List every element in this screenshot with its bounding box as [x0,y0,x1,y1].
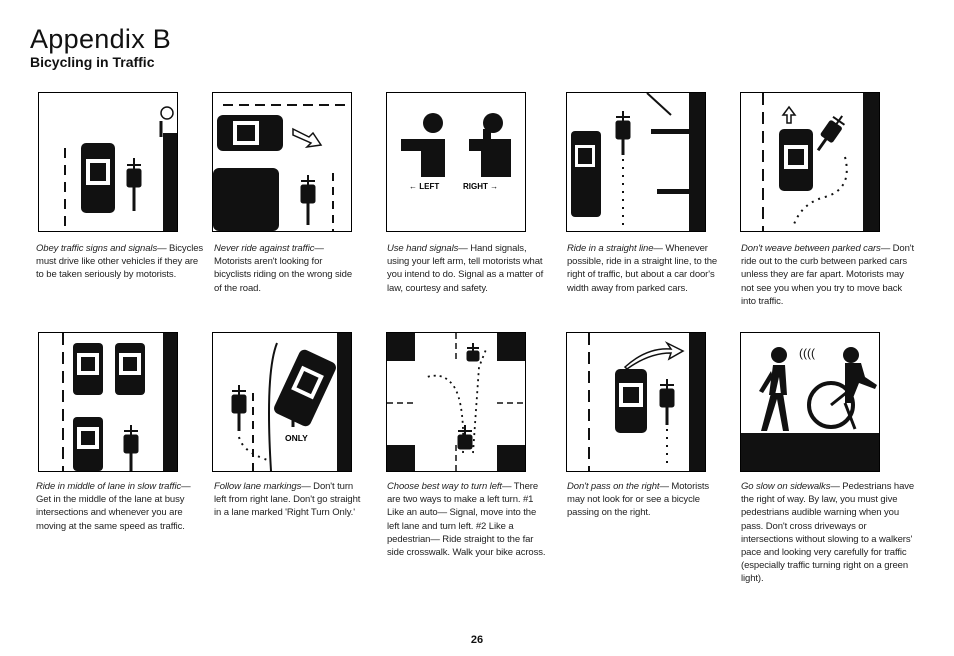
illustration-obey-signals [38,92,178,232]
illustration-against-traffic [212,92,352,232]
only-marking-label: ONLY [285,433,308,443]
svg-text:((((: (((( [799,346,815,360]
illustration-straight-line [566,92,706,232]
page-subtitle: Bicycling in Traffic [30,54,155,70]
illustration-middle-lane [38,332,178,472]
illustration-parked-cars [740,92,880,232]
caption-pass-right: Don't pass on the right— Motorists may n… [567,481,710,519]
illustration-lane-markings: ONLY [212,332,352,472]
page-title: Appendix B [30,24,172,54]
caption-obey-signals: Obey traffic signs and signals— Bicycles… [36,243,204,281]
illustration-sidewalk: (((( [740,332,880,472]
caption-hand-signals: Use hand signals— Hand signals, using yo… [387,243,544,294]
caption-sidewalk: Go slow on sidewalks— Pedestrians have t… [741,481,915,585]
left-label: ← LEFT [409,182,439,191]
illustration-left-turn [386,332,526,472]
caption-against-traffic: Never ride against traffic— Motorists ar… [214,243,353,294]
illustration-hand-signals: ← LEFT RIGHT → [386,92,526,232]
page-number: 26 [470,634,484,646]
caption-middle-lane: Ride in middle of lane in slow traffic— … [36,481,191,532]
caption-lane-markings: Follow lane markings— Don't turn left fr… [214,481,361,519]
caption-straight-line: Ride in a straight line— Whenever possib… [567,243,718,294]
caption-parked-cars: Don't weave between parked cars— Don't r… [741,243,915,307]
illustration-pass-right [566,332,706,472]
caption-left-turn: Choose best way to turn left— There are … [387,481,546,559]
right-label: RIGHT → [463,182,498,191]
